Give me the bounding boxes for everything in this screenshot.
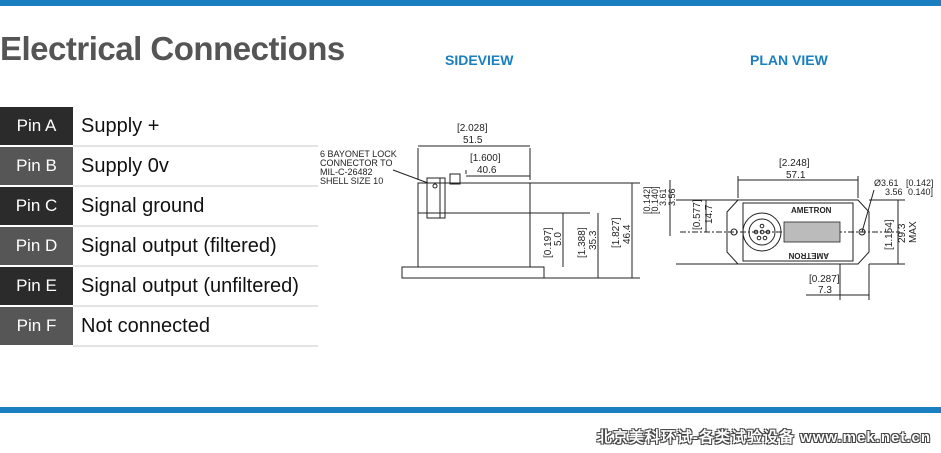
side-a-mm: 5.0	[553, 232, 564, 246]
plan-left-mm: 3.61	[658, 188, 668, 206]
plan-hole-mm2: 3.56	[885, 187, 903, 197]
pin-function: Signal output (unfiltered)	[73, 266, 318, 307]
plan-left-in2: [0.140]	[650, 186, 660, 214]
plan-height-max: MAX	[908, 221, 919, 243]
plan-logo-text: AMETRON	[791, 206, 832, 215]
plan-hole-in2: 0.140]	[908, 187, 933, 197]
plan-b-mm: 14.7	[704, 204, 715, 224]
plan-logo-plate	[783, 221, 841, 243]
connector-pin	[756, 235, 762, 241]
connector-tab	[449, 173, 461, 185]
plan-width-mm: 57.1	[786, 170, 806, 181]
side-b-mm: 35.3	[588, 230, 599, 250]
pin-label: Pin D	[0, 226, 73, 267]
pin-label: Pin E	[0, 266, 73, 307]
plan-width-in: [2.248]	[779, 158, 810, 169]
sensor-body	[417, 182, 531, 268]
side-view-drawing: 6 BAYONET LOCK CONNECTOR TO MIL-C-26482 …	[320, 145, 640, 279]
leader-line	[861, 189, 875, 233]
connector-note-line: 6 BAYONET LOCK	[320, 149, 397, 159]
side-conn-mm: 40.6	[477, 165, 497, 176]
plan-left-mm2: 3.56	[667, 188, 677, 206]
pin-function: Supply 0v	[73, 146, 318, 187]
plan-logo: AMETRON AMETRON	[783, 206, 841, 260]
bayonet-pin	[432, 183, 438, 189]
side-width-in: [2.028]	[457, 123, 488, 134]
plan-b-in: [0.577]	[692, 199, 703, 230]
plan-flange	[726, 199, 870, 265]
connector-pin	[762, 235, 768, 241]
pin-label: Pin C	[0, 186, 73, 227]
pin-label: Pin B	[0, 146, 73, 187]
side-a-in: [0.197]	[543, 227, 554, 258]
plan-hole-in: [0.142]	[906, 178, 934, 188]
plan-hole-mm: Ø3.61	[874, 178, 899, 188]
plan-height-in: [1.154]	[884, 219, 895, 250]
side-c-in: [1.827]	[611, 217, 622, 248]
connector-pin	[759, 223, 765, 229]
page-title: Electrical Connections	[0, 30, 345, 67]
leader-line	[392, 169, 429, 184]
plan-logo-text-inverted: AMETRON	[788, 251, 829, 260]
connector-note-line: SHELL SIZE 10	[320, 176, 383, 186]
plan-height-mm: 29.3	[897, 223, 908, 243]
side-b-in: [1.388]	[577, 227, 588, 258]
watermark: 北京美科环试-各类试验设备 www.mek.net.cn	[596, 429, 931, 446]
connector-note-line: MIL-C-26482	[320, 167, 373, 177]
bottom-accent-bar	[0, 407, 941, 413]
pin-label: Pin F	[0, 306, 73, 347]
top-accent-bar	[0, 0, 941, 6]
pin-function: Signal output (filtered)	[73, 226, 318, 267]
connector-note-line: CONNECTOR TO	[320, 158, 393, 168]
plan-bottom-mm: 7.3	[818, 285, 832, 296]
side-width-mm: 51.5	[463, 135, 483, 146]
connector-shell	[426, 177, 446, 219]
side-c-mm: 46.4	[622, 224, 633, 244]
pin-function: Signal ground	[73, 186, 318, 227]
plan-bottom-in: [0.287]	[809, 274, 840, 285]
pin-function: Supply +	[73, 107, 318, 147]
pin-label: Pin A	[0, 107, 73, 147]
side-view-label: SIDEVIEW	[445, 52, 514, 68]
plan-left-in: [0.142]	[642, 186, 652, 214]
plan-view-label: PLAN VIEW	[750, 52, 828, 68]
base-flange	[401, 266, 545, 279]
side-conn-in: [1.600]	[470, 153, 501, 164]
pin-function: Not connected	[73, 306, 318, 347]
